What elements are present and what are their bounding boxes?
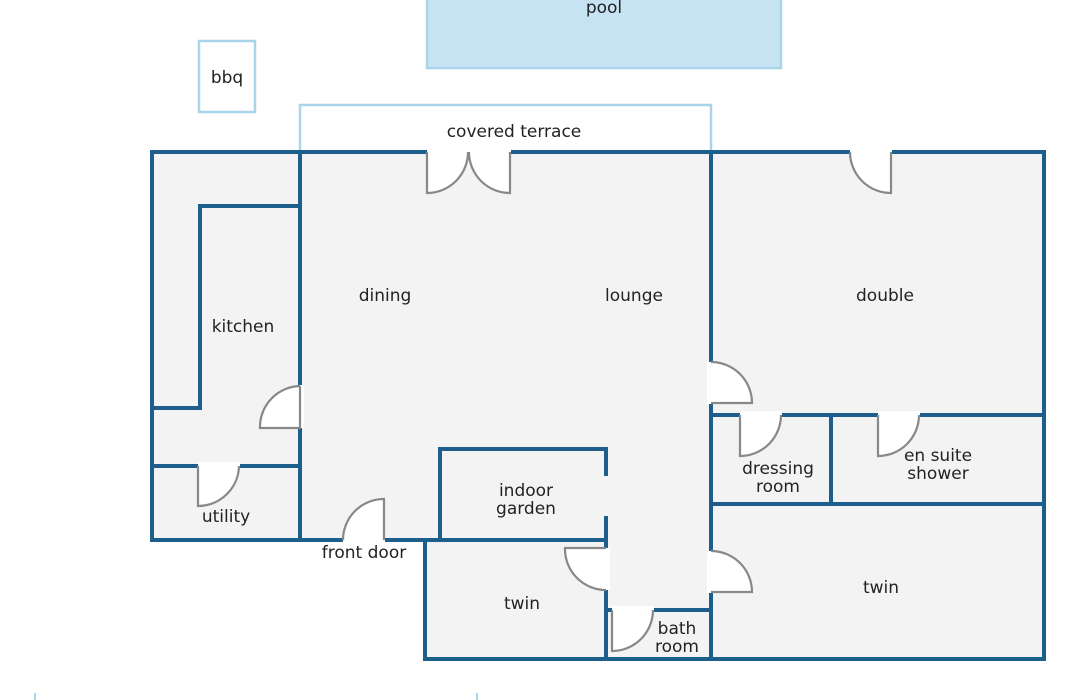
- indoor-garden-label-line1: indoor: [499, 481, 553, 501]
- en-suite-label-line1: en suite: [904, 446, 972, 466]
- bbq-label: bbq: [211, 68, 243, 88]
- walls: [150, 150, 1046, 661]
- indoor-garden-label-line2: garden: [496, 499, 556, 519]
- doors: [196, 148, 921, 653]
- pool: [425, 0, 783, 70]
- dining-label: dining: [359, 286, 412, 306]
- double-bedroom-label: double: [856, 286, 914, 306]
- bath-room-label-line1: bath: [658, 619, 697, 639]
- twin-right-label: twin: [863, 578, 899, 598]
- dressing-room-label-line2: room: [756, 477, 800, 497]
- covered-terrace-label: covered terrace: [447, 122, 582, 142]
- bbq-area: [197, 39, 257, 114]
- front-door-label: front door: [322, 543, 406, 563]
- twin-left-label: twin: [504, 594, 540, 614]
- bath-room-label-line2: room: [655, 637, 699, 657]
- kitchen-label: kitchen: [212, 317, 275, 337]
- lounge-label: lounge: [605, 286, 663, 306]
- dressing-room-label-line1: dressing: [742, 459, 814, 479]
- utility-label: utility: [202, 507, 250, 527]
- pool-label: pool: [586, 0, 622, 18]
- en-suite-label-line2: shower: [907, 464, 968, 484]
